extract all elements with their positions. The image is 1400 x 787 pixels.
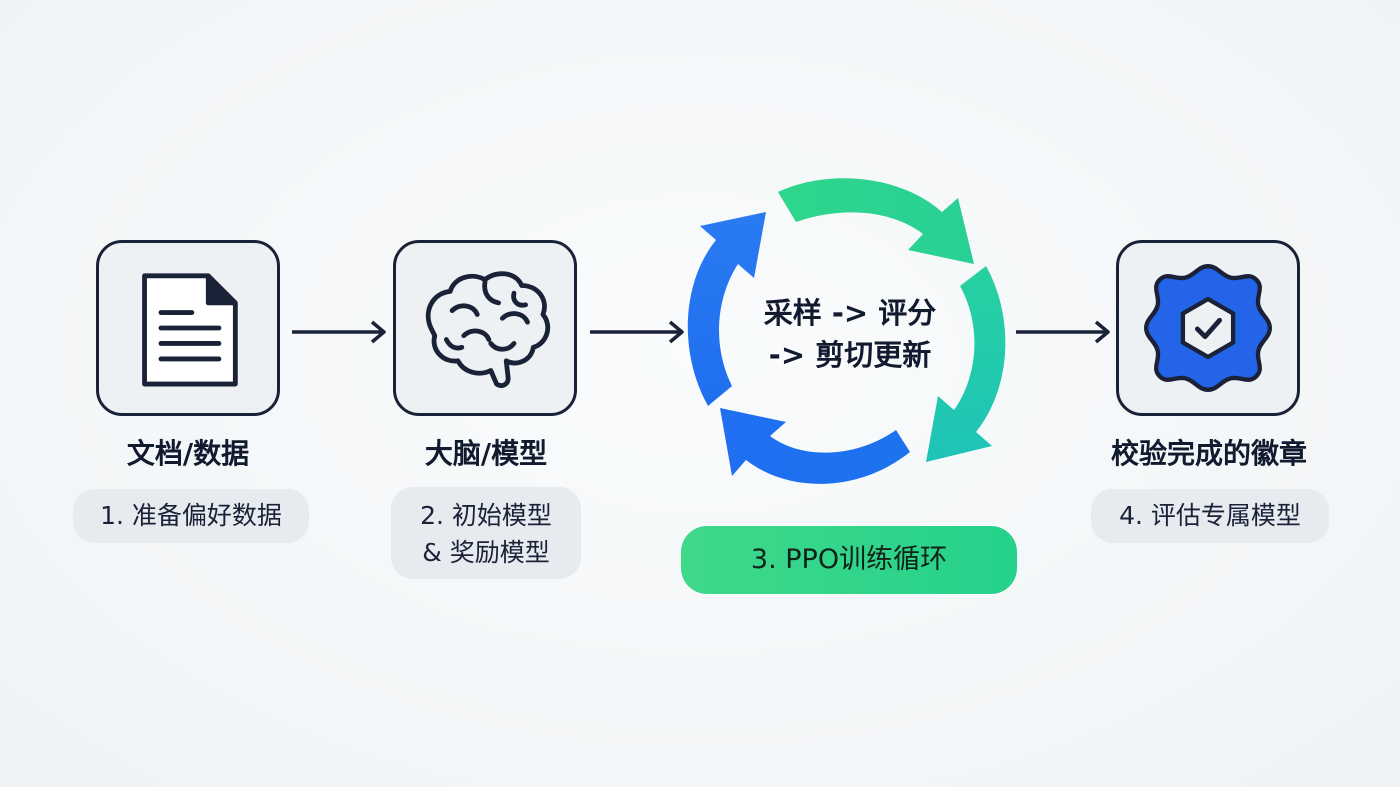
cycle-description: 采样 -> 评分 -> 剪切更新 xyxy=(680,292,1020,376)
cycle-arrows-icon xyxy=(687,178,1006,484)
cycle-line-2: -> 剪切更新 xyxy=(768,338,932,372)
step-4-pill: 4. 评估专属模型 xyxy=(1091,489,1329,543)
document-icon xyxy=(142,273,238,387)
step-2-pill: 2. 初始模型 & 奖励模型 xyxy=(391,487,581,579)
flow-arrow-1 xyxy=(292,320,386,344)
step-2-line-1: 2. 初始模型 xyxy=(420,501,552,530)
stage-model-title: 大脑/模型 xyxy=(424,437,548,470)
stage-data-title: 文档/数据 xyxy=(126,437,250,470)
brain-icon xyxy=(425,271,551,388)
step-3-pill: 3. PPO训练循环 xyxy=(681,526,1017,594)
cycle-line-1: 采样 -> 评分 xyxy=(763,296,937,330)
verified-badge-icon xyxy=(1144,264,1272,392)
step-2-line-2: & 奖励模型 xyxy=(422,538,550,567)
flow-arrow-2 xyxy=(590,320,684,344)
stage-model-card xyxy=(393,240,577,416)
stage-badge-title: 校验完成的徽章 xyxy=(1110,437,1307,470)
stage-badge-card xyxy=(1116,240,1300,416)
step-1-pill: 1. 准备偏好数据 xyxy=(73,489,309,543)
stage-data-card xyxy=(96,240,280,416)
flow-arrow-3 xyxy=(1016,320,1110,344)
